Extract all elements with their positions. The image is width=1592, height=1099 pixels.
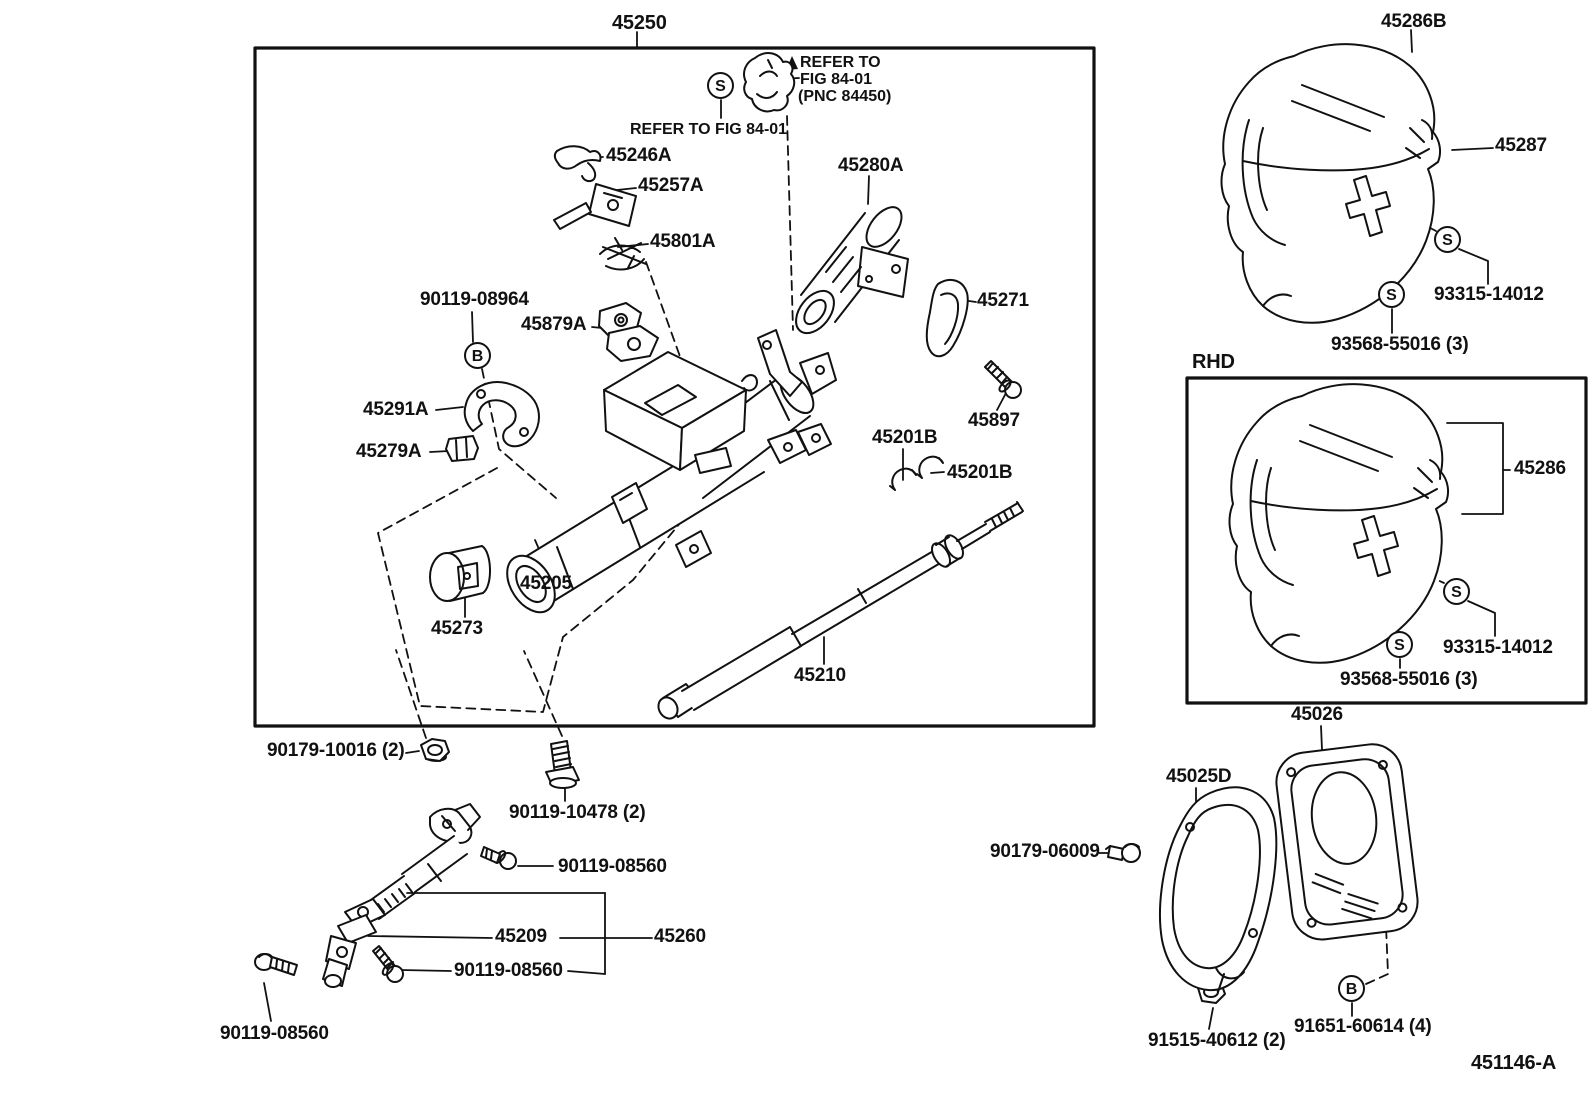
part-45246a-lever (553, 145, 602, 183)
part-45201b-clips (889, 455, 944, 491)
part-label-90179-10016: 90179-10016 (2) (267, 740, 405, 761)
part-45286-cover-rhd (1228, 383, 1450, 664)
part-label-45210: 45210 (794, 665, 846, 686)
part-label-93568-55016: 93568-55016 (3) (1331, 334, 1469, 355)
rhd-tag: RHD (1192, 351, 1235, 373)
part-label-45205: 45205 (520, 573, 572, 594)
part-label-93315-14012: 93315-14012 (1434, 284, 1544, 305)
part-label-45291a: 45291A (363, 399, 429, 420)
part-45279a-clamp (445, 435, 479, 462)
part-45291a-stopper (463, 381, 540, 448)
part-label-45250: 45250 (612, 12, 667, 34)
bolt-90179-06009 (1105, 843, 1141, 863)
ignition-key-cylinder-part (743, 52, 796, 113)
part-label-91515-40612: 91515-40612 (2) (1148, 1030, 1286, 1051)
part-45897-screw (984, 360, 1022, 399)
callout-s: S (707, 72, 734, 99)
part-label-45279a: 45279A (356, 441, 422, 462)
part-45210-main-shaft (657, 501, 1024, 720)
callout-s: S (1378, 281, 1405, 308)
note-fig: FIG 84-01 (800, 71, 873, 88)
part-label-45286b: 45286B (1381, 11, 1447, 32)
part-label-45287: 45287 (1495, 135, 1547, 156)
part-label-90119-08560: 90119-08560 (454, 960, 563, 981)
part-45879a-bracket (598, 302, 659, 362)
callout-s: S (1386, 631, 1413, 658)
part-label-45201b: 45201B (947, 462, 1013, 483)
part-45026-plate (1275, 743, 1419, 941)
note-refer-to: REFER TO (800, 54, 881, 71)
note-refer-inline: REFER TO FIG 84-01 (630, 121, 788, 138)
part-column-cover (1220, 43, 1442, 324)
note-pnc: (PNC 84450) (798, 88, 892, 105)
part-label-45897: 45897 (968, 410, 1020, 431)
part-label-45801a: 45801A (650, 231, 716, 252)
part-label-90179-06009: 90179-06009 (990, 841, 1100, 862)
part-label-45246a: 45246A (606, 145, 672, 166)
part-label-45257a: 45257A (638, 175, 704, 196)
callout-s: S (1434, 226, 1461, 253)
part-45250-upper-bracket (603, 329, 837, 499)
bolt-90119-08560-set (254, 846, 517, 983)
part-45280a-housing (795, 206, 909, 335)
part-label-93315-14012: 93315-14012 (1443, 637, 1553, 658)
part-45271-clamp (925, 278, 969, 358)
callout-b: B (1338, 975, 1365, 1002)
part-label-91651-60614: 91651-60614 (4) (1294, 1016, 1432, 1037)
part-label-45025d: 45025D (1166, 766, 1232, 787)
part-label-45286: 45286 (1514, 458, 1566, 479)
part-label-90119-08560: 90119-08560 (220, 1023, 329, 1044)
bolt-90119-10478 (545, 740, 580, 789)
part-45025d-cover (1159, 786, 1278, 993)
part-label-45273: 45273 (431, 618, 483, 639)
figure-code: 451146-A (1471, 1052, 1557, 1074)
rhd-box (1185, 376, 1588, 705)
part-45257a-key (553, 183, 637, 230)
part-label-93568-55016: 93568-55016 (3) (1340, 669, 1478, 690)
part-label-45879a: 45879A (521, 314, 587, 335)
part-label-45271: 45271 (977, 290, 1029, 311)
part-label-90119-08560: 90119-08560 (558, 856, 667, 877)
part-45209-45260-joint (322, 803, 481, 988)
part-label-90119-10478: 90119-10478 (2) (509, 802, 646, 823)
main-assembly-box (253, 46, 1096, 728)
callout-s: S (1443, 578, 1470, 605)
part-label-45260: 45260 (654, 926, 706, 947)
part-45273-bushing (429, 545, 491, 602)
part-label-45209: 45209 (495, 926, 547, 947)
part-label-90119-08964: 90119-08964 (420, 289, 529, 310)
part-label-45201b: 45201B (872, 427, 938, 448)
nut-90179-10016 (420, 738, 450, 762)
part-label-45280a: 45280A (838, 155, 904, 176)
part-label-45026: 45026 (1291, 704, 1343, 725)
callout-b: B (464, 342, 491, 369)
part-45801a-spring (599, 237, 647, 271)
